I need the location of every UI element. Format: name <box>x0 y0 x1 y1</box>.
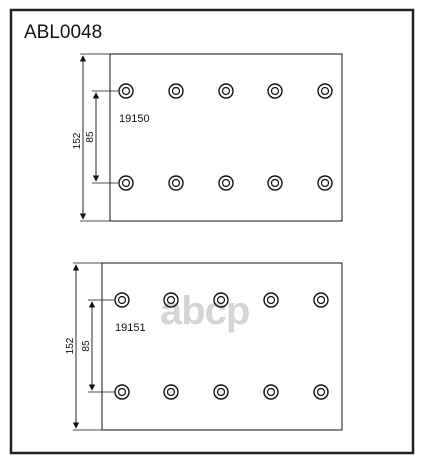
upper-rivet-holes <box>118 83 333 191</box>
lower-lining-code: 19151 <box>115 322 146 334</box>
rivet-hole <box>168 175 184 191</box>
lower-rivet-holes <box>114 292 329 400</box>
watermark-logo: abcp <box>160 289 249 333</box>
lower-lining-outline <box>101 262 343 431</box>
rivet-hole <box>317 83 333 99</box>
rivet-hole <box>114 292 130 308</box>
rivet-hole <box>213 384 229 400</box>
rivet-hole <box>218 83 234 99</box>
rivet-hole <box>163 384 179 400</box>
rivet-hole <box>267 175 283 191</box>
rivet-hole <box>213 292 229 308</box>
upper-height-label: 152 <box>72 132 83 149</box>
rivet-hole <box>263 384 279 400</box>
rivet-hole <box>118 175 134 191</box>
rivet-hole <box>118 83 134 99</box>
rivet-hole <box>168 83 184 99</box>
rivet-hole <box>317 175 333 191</box>
upper-brake-lining: 152 85 19150 <box>72 53 343 222</box>
upper-lining-code: 19150 <box>119 113 150 125</box>
lower-brake-lining: 152 85 19151 <box>65 262 343 431</box>
rivet-hole <box>313 292 329 308</box>
rivet-hole <box>218 175 234 191</box>
lower-height-label: 152 <box>65 337 76 354</box>
upper-hole-spacing-label: 85 <box>85 131 96 143</box>
drawing-frame <box>9 8 415 455</box>
rivet-hole <box>267 83 283 99</box>
rivet-hole <box>313 384 329 400</box>
rivet-hole <box>263 292 279 308</box>
rivet-hole <box>163 292 179 308</box>
upper-lining-outline <box>109 53 343 222</box>
rivet-hole <box>114 384 130 400</box>
part-number-title: ABL0048 <box>24 22 102 43</box>
lower-hole-spacing-label: 85 <box>81 340 92 352</box>
